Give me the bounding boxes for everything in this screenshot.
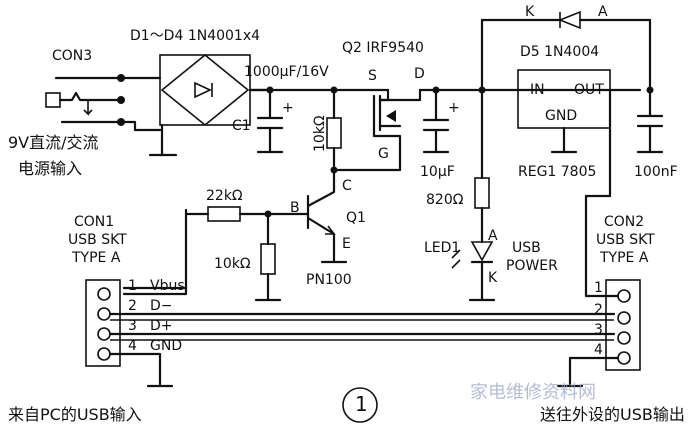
label-r-820: 820Ω (426, 192, 464, 208)
label-con2-3: TYPE A (599, 250, 649, 266)
label-reg-gnd: GND (545, 108, 577, 124)
label-power-in-1: 9V直流/交流 (8, 133, 99, 152)
label-reg-in: IN (530, 82, 545, 98)
label-c1-value: 1000μF/16V (244, 64, 329, 80)
usb-connector-con1 (85, 279, 616, 388)
capacitor-c1 (256, 88, 284, 154)
label-power-in-2: 电源输入 (18, 159, 82, 178)
figure-number-circle (342, 387, 378, 423)
con3-power-jack (45, 74, 125, 126)
label-vbus: Vbus (150, 278, 185, 294)
con2-pin-4: 4 (594, 342, 603, 358)
label-gnd-pin: GND (150, 338, 182, 354)
con2-pin-3: 3 (594, 322, 603, 338)
label-k-top: K (525, 4, 535, 20)
capacitor-100nf (636, 88, 664, 154)
label-dplus: D+ (150, 318, 173, 334)
label-source: S (368, 68, 377, 84)
label-c-10u-plus: + (448, 100, 460, 116)
label-c-100n: 100nF (634, 164, 678, 180)
con1-pin-1: 1 (128, 278, 137, 294)
label-from-pc: 来自PC的USB输入 (8, 405, 142, 424)
label-base: B (290, 200, 300, 216)
label-gate: G (378, 146, 389, 162)
label-c1-plus: + (282, 100, 294, 116)
label-reg: REG1 7805 (518, 164, 596, 180)
capacitor-10uf (422, 88, 450, 154)
label-con3: CON3 (52, 48, 92, 64)
label-usb-power-2: POWER (506, 258, 558, 274)
diode-d5 (480, 10, 652, 92)
label-a-top: A (598, 4, 608, 20)
con1-pin-4: 4 (128, 338, 137, 354)
transistor-q1 (306, 168, 348, 264)
label-collector: C (342, 178, 352, 194)
mosfet-q2 (332, 88, 422, 172)
con2-pin-2: 2 (594, 302, 603, 318)
con2-pin-1: 1 (594, 280, 603, 296)
label-c-10u: 10μF (420, 164, 455, 180)
con1-pin-2: 2 (128, 298, 137, 314)
led-branch (451, 88, 496, 302)
label-con1-2: USB SKT (68, 232, 127, 248)
label-pn100: PN100 (306, 272, 352, 288)
label-con1-1: CON1 (74, 214, 114, 230)
label-con2-2: USB SKT (596, 232, 655, 248)
con1-pin-3: 3 (128, 318, 137, 334)
watermark: 家电维修资料网 (470, 382, 596, 403)
label-q1: Q1 (346, 210, 366, 226)
label-con2-1: CON2 (604, 214, 644, 230)
label-dminus: D− (150, 298, 173, 314)
label-r-10k-bot: 10kΩ (214, 256, 251, 272)
label-to-device: 送往外设的USB输出 (540, 405, 685, 424)
figure-number: 1 (355, 392, 368, 416)
label-con1-3: TYPE A (71, 250, 121, 266)
label-d5: D5 1N4004 (520, 44, 599, 60)
label-led-k: K (488, 270, 498, 286)
usb-connector-con2 (556, 88, 641, 388)
label-usb-power-1: USB (512, 240, 541, 256)
label-drain: D (414, 66, 425, 82)
resistor-10k-bot (254, 212, 282, 302)
label-c1: C1 (232, 118, 251, 134)
resistor-10k-top (326, 88, 342, 174)
label-led1: LED1 (424, 240, 460, 256)
label-q2: Q2 IRF9540 (342, 40, 424, 56)
label-reg-out: OUT (574, 82, 604, 98)
label-led-a: A (488, 228, 498, 244)
label-r-10k-top: 10kΩ (312, 115, 328, 152)
resistor-22k (122, 206, 310, 290)
label-emitter: E (342, 236, 351, 252)
label-bridge: D1～D4 1N4001x4 (130, 28, 260, 44)
label-r-22k: 22kΩ (206, 188, 243, 204)
